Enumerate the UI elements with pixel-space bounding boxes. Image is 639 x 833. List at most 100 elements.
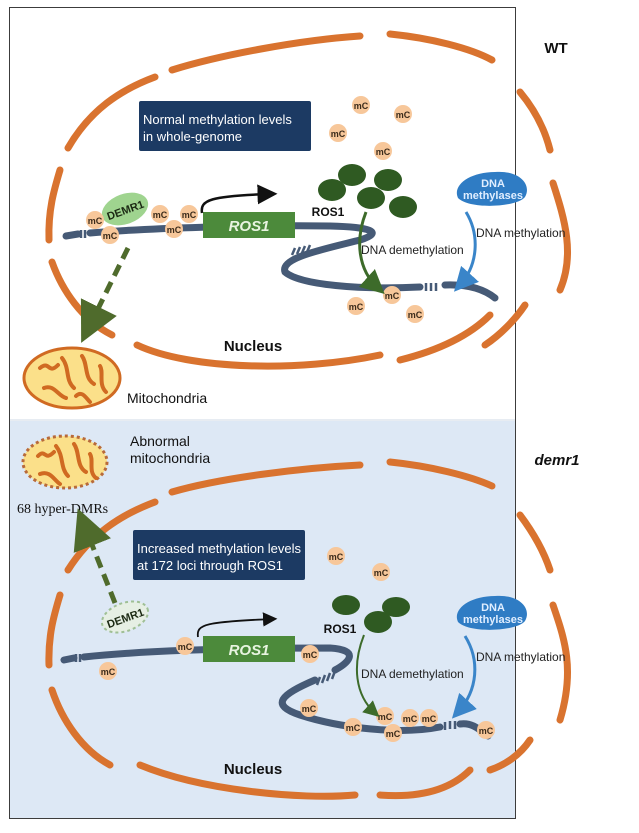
- svg-text:mC: mC: [378, 712, 393, 722]
- mc-mark: mC: [176, 637, 194, 655]
- mc-mark: mC: [347, 297, 365, 315]
- mc-mark: mC: [101, 226, 119, 244]
- demr1-mito-label-1: Abnormal: [130, 433, 190, 449]
- mc-mark: mC: [352, 96, 370, 114]
- mc-mark: mC: [165, 220, 183, 238]
- demr1-info-box-line-2: at 172 loci through ROS1: [137, 558, 283, 573]
- mc-mark: mC: [344, 718, 362, 736]
- demr1-dna-break-marks: [74, 654, 457, 730]
- wt-methylation-arrow: [453, 211, 479, 292]
- demr1-ros1-gene-label: ROS1: [229, 642, 270, 659]
- demr1-absent-protein: DEMR1: [100, 600, 150, 634]
- demr1-dmr-label: 68 hyper-DMRs: [17, 502, 108, 517]
- svg-text:mC: mC: [374, 568, 389, 578]
- svg-text:mC: mC: [396, 110, 411, 120]
- svg-text:mC: mC: [349, 302, 364, 312]
- wt-demr1-to-mito-arrow: [80, 246, 131, 343]
- wt-info-box-line-1: Normal methylation levels: [143, 112, 292, 127]
- demr1-info-box: [133, 530, 305, 580]
- svg-text:mC: mC: [182, 210, 197, 220]
- wt-transcription-arrow: [200, 184, 278, 214]
- svg-text:mC: mC: [331, 129, 346, 139]
- wt-genotype-label: WT: [544, 40, 567, 57]
- mc-mark: mC: [86, 211, 104, 229]
- mc-mark: mC: [374, 142, 392, 160]
- mc-mark: mC: [420, 709, 438, 727]
- mc-mark: mC: [406, 305, 424, 323]
- svg-text:mC: mC: [376, 147, 391, 157]
- wt-nucleus-label: Nucleus: [224, 338, 282, 355]
- demr1-dna-methylases: DNA methylases: [456, 595, 527, 630]
- svg-text:mC: mC: [354, 101, 369, 111]
- demr1-ros1-gene: [203, 636, 295, 662]
- wt-methylases-label-2: methylases: [463, 190, 523, 202]
- wt-ros1-gene: [203, 212, 295, 238]
- svg-text:mC: mC: [302, 704, 317, 714]
- demr1-ros1-protein-label: ROS1: [324, 622, 357, 636]
- demr1-transcription-arrow: [196, 612, 278, 638]
- mc-mark: mC: [383, 286, 401, 304]
- figure-frame: [9, 7, 516, 819]
- mc-mark: mC: [477, 721, 495, 739]
- wt-demethylation-label: DNA demethylation: [361, 243, 464, 257]
- demr1-nuclear-membrane: [45, 458, 572, 800]
- mc-mark: mC: [151, 205, 169, 223]
- svg-text:mC: mC: [167, 225, 182, 235]
- demr1-methylation-arrow: [451, 635, 477, 719]
- wt-info-box: [139, 101, 311, 151]
- demr1-free-mc-marks: mC mC: [327, 547, 390, 581]
- wt-methylation-label: DNA methylation: [476, 226, 565, 240]
- svg-text:mC: mC: [408, 310, 423, 320]
- demr1-dna-mc-marks: mC mC mC mC mC mC mC mC mC mC: [99, 637, 495, 742]
- demr1-ros1-protein-cluster: [332, 595, 410, 633]
- wt-free-mc-marks: mC mC mC mC: [329, 96, 412, 160]
- svg-text:mC: mC: [178, 642, 193, 652]
- mc-mark: mC: [301, 645, 319, 663]
- wt-demethylation-arrow: [358, 211, 385, 295]
- svg-text:mC: mC: [386, 729, 401, 739]
- mc-mark: mC: [401, 709, 419, 727]
- mc-mark: mC: [394, 105, 412, 123]
- wt-dna-break-marks: [79, 230, 438, 291]
- wt-ros1-protein-label: ROS1: [312, 205, 345, 219]
- mc-mark: mC: [300, 699, 318, 717]
- wt-panel: WT Normal methylation levels in whole-ge…: [10, 8, 572, 410]
- demr1-demethylation-label: DNA demethylation: [361, 667, 464, 681]
- demr1-demethylation-arrow: [355, 634, 380, 718]
- demr1-methylases-label-2: methylases: [463, 614, 523, 626]
- demr1-panel: demr1 Abnormal mitochondria 68 hyper-DMR…: [10, 421, 580, 818]
- demr1-genotype-label: demr1: [534, 452, 579, 469]
- svg-text:mC: mC: [422, 714, 437, 724]
- wt-dna-mc-marks: mC mC mC mC mC mC mC mC: [86, 205, 424, 323]
- mc-mark: mC: [384, 724, 402, 742]
- wt-info-box-line-2: in whole-genome: [143, 129, 242, 144]
- svg-text:mC: mC: [101, 667, 116, 677]
- wt-ros1-protein-cluster: [318, 164, 417, 218]
- svg-text:mC: mC: [329, 552, 344, 562]
- demr1-to-mito-arrow: [73, 508, 118, 604]
- wt-panel-background: [10, 8, 515, 390]
- svg-text:mC: mC: [103, 231, 118, 241]
- wt-demr1-protein: DEMR1: [101, 192, 149, 226]
- svg-text:mC: mC: [153, 210, 168, 220]
- svg-text:mC: mC: [479, 726, 494, 736]
- demr1-methylases-label-1: DNA: [481, 602, 505, 614]
- svg-text:mC: mC: [346, 723, 361, 733]
- mc-mark: mC: [329, 124, 347, 142]
- mc-mark: mC: [327, 547, 345, 565]
- demr1-mito-label-2: mitochondria: [130, 450, 210, 466]
- wt-mitochondrion: [22, 346, 122, 410]
- svg-text:mC: mC: [385, 291, 400, 301]
- mc-mark: mC: [376, 707, 394, 725]
- wt-ros1-gene-label: ROS1: [229, 218, 270, 235]
- demr1-methylation-label: DNA methylation: [476, 650, 565, 664]
- wt-dna-methylases: DNA methylases: [456, 171, 527, 206]
- mc-mark: mC: [180, 205, 198, 223]
- wt-mitochondria-label: Mitochondria: [127, 390, 207, 406]
- mc-mark: mC: [99, 662, 117, 680]
- svg-text:mC: mC: [303, 650, 318, 660]
- svg-text:mC: mC: [88, 216, 103, 226]
- demr1-info-box-line-1: Increased methylation levels: [137, 541, 302, 556]
- wt-methylases-label-1: DNA: [481, 178, 505, 190]
